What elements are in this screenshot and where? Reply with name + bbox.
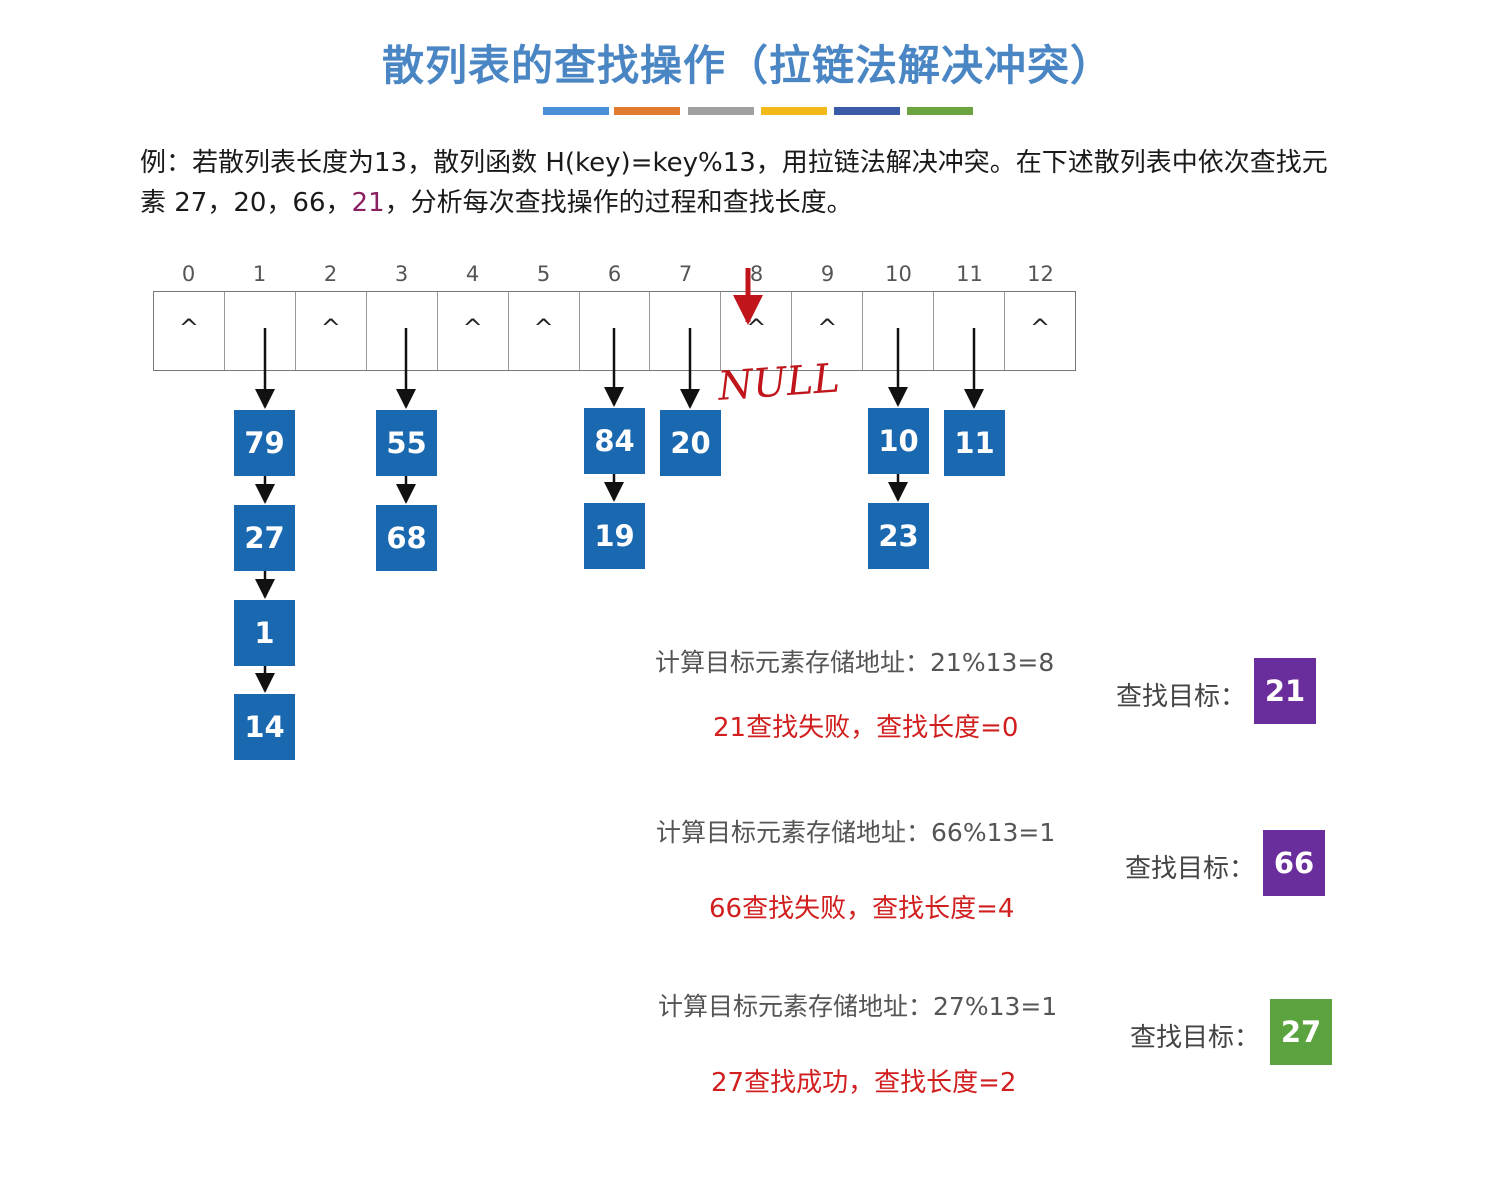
search-result-66: 66查找失败，查找长度=4 bbox=[709, 894, 1015, 924]
chain-node: 27 bbox=[234, 505, 295, 571]
search-target-label: 查找目标： bbox=[1130, 1023, 1261, 1053]
slot-index-12: 12 bbox=[1027, 262, 1054, 286]
page-title: 散列表的查找操作（拉链法解决冲突） bbox=[381, 41, 1113, 90]
address-calc-66: 计算目标元素存储地址：66%13=1 bbox=[656, 818, 1056, 847]
table-slot-10 bbox=[863, 292, 935, 370]
search-target-label: 查找目标： bbox=[1125, 854, 1256, 884]
slot-index-2: 2 bbox=[323, 262, 338, 286]
table-slot-5: ^ bbox=[509, 292, 580, 370]
slot-index-8: 8 bbox=[749, 262, 764, 286]
title-underline-seg-1 bbox=[543, 107, 609, 115]
chain-node: 68 bbox=[376, 505, 437, 571]
slot-index-11: 11 bbox=[956, 262, 983, 286]
slot-index-1: 1 bbox=[252, 262, 267, 286]
table-slot-0: ^ bbox=[154, 292, 225, 370]
table-slot-2: ^ bbox=[296, 292, 367, 370]
slot-index-6: 6 bbox=[607, 262, 622, 286]
search-target-label: 查找目标： bbox=[1116, 682, 1247, 712]
chain-node: 11 bbox=[944, 410, 1005, 476]
slot-index-0: 0 bbox=[181, 262, 196, 286]
problem-statement-line1: 例：若散列表长度为13，散列函数 H(key)=key%13，用拉链法解决冲突。… bbox=[140, 148, 1328, 178]
slot-index-9: 9 bbox=[820, 262, 835, 286]
table-slot-6 bbox=[580, 292, 651, 370]
title-underline-seg-6 bbox=[907, 107, 973, 115]
address-calc-21: 计算目标元素存储地址：21%13=8 bbox=[655, 648, 1055, 677]
search-target-badge-27: 27 bbox=[1270, 999, 1332, 1065]
chain-node: 84 bbox=[584, 408, 645, 474]
title-underline-seg-2 bbox=[614, 107, 680, 115]
search-target-badge-66: 66 bbox=[1263, 830, 1325, 896]
title-underline-seg-4 bbox=[761, 107, 827, 115]
slot-index-5: 5 bbox=[536, 262, 551, 286]
chain-node: 55 bbox=[376, 410, 437, 476]
chain-node: 20 bbox=[660, 410, 721, 476]
table-slot-9: ^ bbox=[792, 292, 864, 370]
search-result-21: 21查找失败，查找长度=0 bbox=[713, 713, 1019, 743]
table-slot-1 bbox=[225, 292, 296, 370]
table-slot-7 bbox=[650, 292, 722, 370]
statement-text: ，分析每次查找操作的过程和查找长度。 bbox=[384, 188, 853, 218]
search-target-badge-21: 21 bbox=[1254, 658, 1316, 724]
null-annotation: NULL bbox=[715, 355, 841, 409]
chain-node: 1 bbox=[234, 600, 295, 666]
title-underline-seg-3 bbox=[688, 107, 754, 115]
slot-index-3: 3 bbox=[394, 262, 409, 286]
chain-node: 14 bbox=[234, 694, 295, 760]
slot-index-10: 10 bbox=[885, 262, 912, 286]
table-slot-12: ^ bbox=[1029, 314, 1051, 342]
slot-index-4: 4 bbox=[465, 262, 480, 286]
search-result-27: 27查找成功，查找长度=2 bbox=[711, 1068, 1017, 1098]
chain-node: 79 bbox=[234, 410, 295, 476]
table-slot-3 bbox=[367, 292, 438, 370]
problem-statement-line2: 素 27，20，66，21，分析每次查找操作的过程和查找长度。 bbox=[140, 182, 853, 219]
address-calc-27: 计算目标元素存储地址：27%13=1 bbox=[658, 992, 1058, 1021]
table-slot-4: ^ bbox=[438, 292, 509, 370]
title-underline-seg-5 bbox=[834, 107, 900, 115]
highlighted-key: 21 bbox=[351, 188, 385, 218]
chain-node: 10 bbox=[868, 408, 929, 474]
statement-text: 素 27，20，66， bbox=[140, 188, 352, 218]
chain-node: 23 bbox=[868, 503, 929, 569]
slot-index-7: 7 bbox=[678, 262, 693, 286]
chain-node: 19 bbox=[584, 503, 645, 569]
table-slot-11 bbox=[934, 292, 1006, 370]
